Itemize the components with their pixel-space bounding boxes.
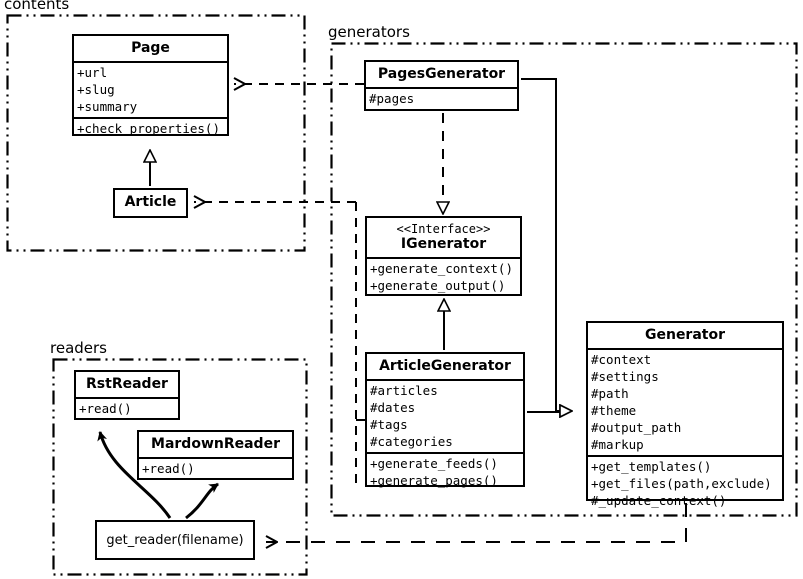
class-name-page: Page <box>131 40 170 56</box>
class-attribute: #path <box>591 386 629 402</box>
class-name-igenerator: <<Interface>>IGenerator <box>367 218 520 257</box>
class-name-rstreader: RstReader <box>86 376 168 392</box>
package-readers-frame <box>52 358 308 576</box>
package-generators-frame <box>330 42 798 517</box>
class-box-pagesgenerator[interactable]: PagesGenerator #pages <box>364 60 519 111</box>
class-operation: +generate_context() <box>370 261 513 277</box>
class-operations-igenerator: +generate_context()+generate_output() <box>367 257 520 296</box>
class-operation: +generate_pages() <box>370 473 498 489</box>
class-attribute: +slug <box>77 82 115 98</box>
class-name-articlegenerator: ArticleGenerator <box>379 358 511 374</box>
class-box-rstreader[interactable]: RstReader +read() <box>74 370 180 420</box>
class-attribute: #theme <box>591 403 637 419</box>
function-label-get-reader: get_reader(filename) <box>106 532 244 548</box>
class-attribute: +summary <box>77 99 138 115</box>
package-readers-label: readers <box>48 339 109 357</box>
class-operations-generator: +get_templates()+get_files(path,exclude)… <box>588 455 782 511</box>
class-box-article[interactable]: Article <box>113 188 188 218</box>
class-operation: +generate_output() <box>370 278 506 294</box>
class-name-text-igenerator: IGenerator <box>400 236 487 253</box>
class-box-igenerator[interactable]: <<Interface>>IGenerator+generate_context… <box>365 216 522 296</box>
class-attributes-page: +url+slug+summary <box>74 61 227 117</box>
class-box-articlegenerator[interactable]: ArticleGenerator #articles#dates#tags#cat… <box>365 352 525 488</box>
class-operation: +read() <box>142 461 195 477</box>
class-name-generator: Generator <box>644 327 725 343</box>
class-box-generator[interactable]: Generator #context#settings#path#theme#ou… <box>586 321 784 508</box>
class-attribute: #output_path <box>591 420 682 436</box>
class-operation: +check_properties() <box>77 121 220 137</box>
class-attributes-articlegenerator: #articles#dates#tags#categories <box>367 379 523 452</box>
class-operations-page: +check_properties() <box>74 117 227 139</box>
package-readers: readers <box>48 341 308 576</box>
class-attributes-pagesgenerator: #pages <box>366 87 517 109</box>
class-attribute: #tags <box>370 417 408 433</box>
class-attributes-generator: #context#settings#path#theme#output_path… <box>588 348 782 455</box>
class-operations-articlegenerator: +generate_feeds()+generate_pages() <box>367 452 523 491</box>
class-name-mardownreader: MardownReader <box>151 436 280 452</box>
class-stereotype-igenerator: <<Interface>> <box>396 222 491 236</box>
function-box-get-reader[interactable]: get_reader(filename) <box>95 520 255 560</box>
package-generators-label: generators <box>326 23 412 41</box>
class-box-page[interactable]: Page +url+slug+summary +check_properties() <box>72 34 229 136</box>
class-attribute: #categories <box>370 434 453 450</box>
class-operation: #_update_context() <box>591 493 727 509</box>
class-name-article: Article <box>124 194 177 210</box>
class-attribute: #settings <box>591 369 659 385</box>
class-attribute: +url <box>77 65 108 81</box>
package-contents-label: contents <box>2 0 72 12</box>
package-contents: contents <box>2 0 306 252</box>
class-operation: +get_templates() <box>591 459 712 475</box>
class-operations-mardownreader: +read() <box>139 457 292 479</box>
class-operation: +get_files(path,exclude) <box>591 476 772 492</box>
class-operation: +generate_feeds() <box>370 456 498 472</box>
class-attribute: #articles <box>370 383 438 399</box>
class-attribute: #dates <box>370 400 416 416</box>
package-generators: generators <box>326 25 798 517</box>
class-attribute: #context <box>591 352 652 368</box>
package-contents-frame <box>6 14 306 252</box>
class-operation: +read() <box>79 401 132 417</box>
class-operations-rstreader: +read() <box>76 397 178 419</box>
class-attribute: #markup <box>591 437 644 453</box>
class-attribute: #pages <box>369 91 415 107</box>
class-name-pagesgenerator: PagesGenerator <box>377 66 506 82</box>
class-box-mardownreader[interactable]: MardownReader +read() <box>137 430 294 480</box>
